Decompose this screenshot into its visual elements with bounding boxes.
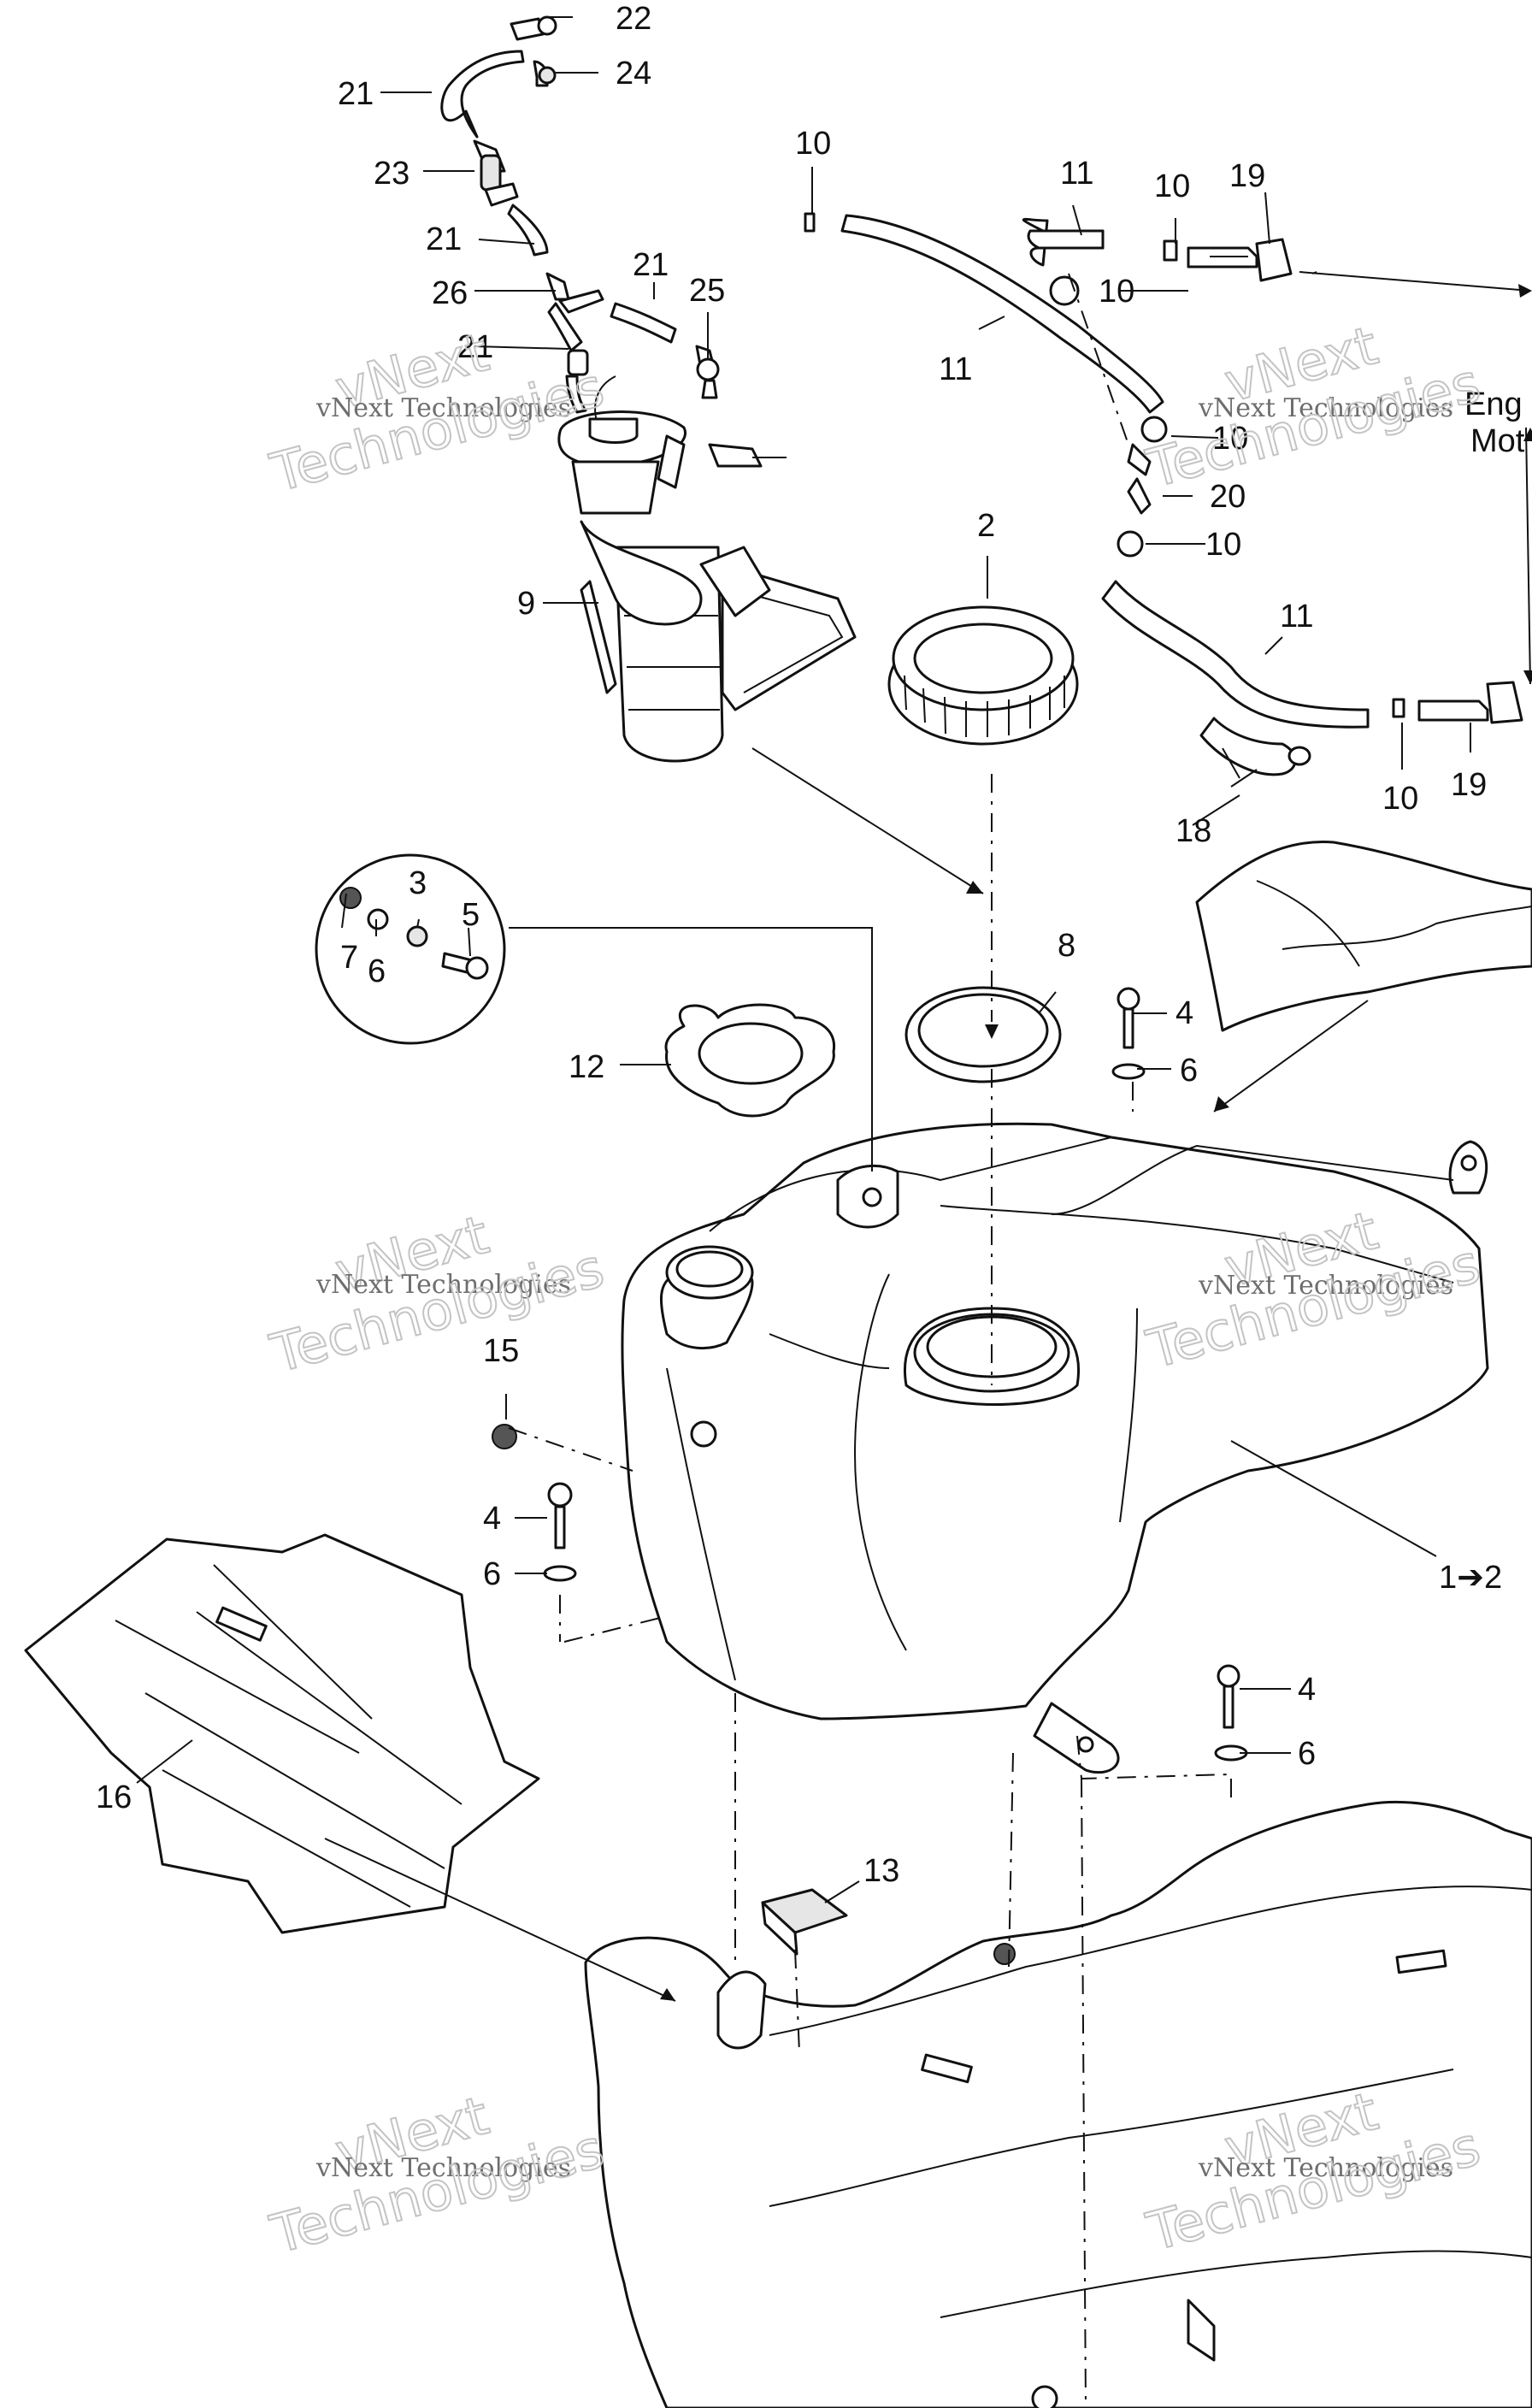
callout-3: 3 bbox=[409, 865, 427, 901]
callout-21: 21 bbox=[633, 247, 669, 283]
watermark-company: vNext Technologies bbox=[315, 393, 571, 423]
callout-26: 26 bbox=[432, 275, 468, 311]
callout-1-to-2: 1➔2 bbox=[1439, 1560, 1502, 1596]
callout-12: 12 bbox=[569, 1049, 604, 1085]
callout-10: 10 bbox=[1205, 527, 1241, 563]
callout-20: 20 bbox=[1210, 479, 1246, 515]
callout-24: 24 bbox=[616, 56, 651, 91]
callout-6: 6 bbox=[483, 1556, 501, 1592]
callout-10: 10 bbox=[1154, 168, 1190, 204]
callout-11: 11 bbox=[1280, 599, 1313, 634]
watermark-company: vNext Technologies bbox=[1198, 2153, 1453, 2183]
callout-2: 2 bbox=[977, 508, 995, 544]
part-labels: 22 24 21 23 21 26 21 25 21 10 11 10 19 1… bbox=[96, 1, 1525, 1889]
callout-4: 4 bbox=[1298, 1672, 1316, 1708]
hose-assembly-top-left bbox=[440, 15, 787, 468]
callout-6: 6 bbox=[1180, 1053, 1198, 1089]
gasket bbox=[904, 986, 1062, 1083]
vent-hose-assembly bbox=[804, 212, 1523, 776]
callout-10: 10 bbox=[1212, 421, 1248, 457]
callout-5: 5 bbox=[462, 897, 480, 933]
heat-shield-top bbox=[1195, 840, 1532, 1032]
callout-16: 16 bbox=[96, 1779, 132, 1815]
side-note-line2: Mot bbox=[1470, 423, 1525, 459]
callout-21: 21 bbox=[457, 329, 493, 365]
callout-10: 10 bbox=[1099, 274, 1134, 310]
alignment-lines bbox=[508, 273, 1232, 2408]
watermark-company: vNext Technologies bbox=[315, 1270, 571, 1300]
screw-left bbox=[543, 1482, 577, 1582]
watermark-bottom-left: vNext vNext Technologies Technologies bbox=[263, 2083, 611, 2267]
callout-7: 7 bbox=[340, 940, 358, 976]
callout-8: 8 bbox=[1058, 928, 1075, 964]
screw-right bbox=[1214, 1664, 1248, 1762]
callout-11: 11 bbox=[1060, 156, 1093, 192]
drain-plug bbox=[492, 1424, 517, 1449]
callout-4: 4 bbox=[1176, 995, 1193, 1031]
callout-11: 11 bbox=[939, 351, 972, 387]
callout-10: 10 bbox=[1382, 781, 1418, 817]
spacer-13 bbox=[761, 1888, 848, 1956]
tank-support-tray bbox=[584, 1800, 1532, 2408]
arrowheads bbox=[660, 284, 1532, 2001]
fastener-inset bbox=[315, 853, 506, 1045]
callout-15: 15 bbox=[483, 1333, 519, 1369]
callout-25: 25 bbox=[689, 273, 725, 309]
callout-23: 23 bbox=[374, 156, 410, 192]
watermark-company: vNext Technologies bbox=[315, 2153, 571, 2183]
callout-21: 21 bbox=[338, 76, 374, 112]
callout-4: 4 bbox=[483, 1501, 501, 1537]
callout-10: 10 bbox=[795, 126, 831, 162]
callout-21: 21 bbox=[426, 221, 462, 257]
watermark-mid-left: vNext vNext Technologies Technologies bbox=[263, 1202, 611, 1386]
callout-18: 18 bbox=[1176, 813, 1211, 849]
screw-top bbox=[1111, 987, 1146, 1080]
callout-9: 9 bbox=[517, 586, 535, 622]
callout-6: 6 bbox=[1298, 1736, 1316, 1772]
callout-19: 19 bbox=[1451, 767, 1487, 803]
lock-ring bbox=[887, 605, 1079, 746]
fuel-pump-assembly bbox=[557, 375, 857, 763]
fuel-cap bbox=[664, 1003, 835, 1118]
watermark-top-right: vNext vNext Technologies Technologies bbox=[1140, 313, 1488, 501]
side-note-line1: Eng bbox=[1464, 387, 1523, 422]
callout-19: 19 bbox=[1229, 158, 1265, 194]
callout-6: 6 bbox=[368, 953, 386, 989]
watermark-company: vNext Technologies bbox=[1198, 393, 1453, 423]
callout-22: 22 bbox=[616, 1, 651, 37]
leader-lines bbox=[136, 16, 1531, 2002]
watermark-company: vNext Technologies bbox=[1198, 1271, 1453, 1301]
callout-13: 13 bbox=[863, 1853, 899, 1889]
heat-shield-16 bbox=[24, 1533, 540, 1934]
